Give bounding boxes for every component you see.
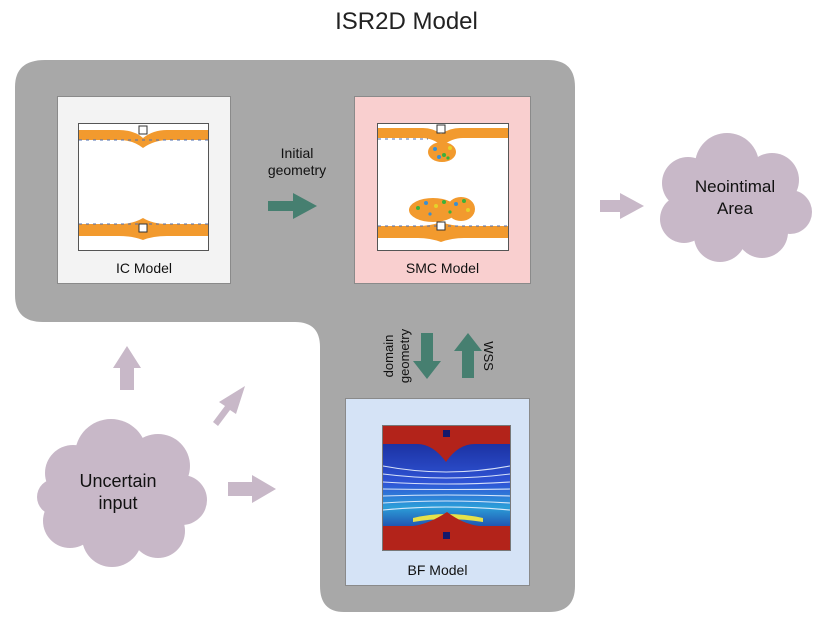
input-up-arrow <box>113 346 141 390</box>
wss-arrow <box>454 333 482 378</box>
bf-upper-wall <box>383 426 510 462</box>
neointimal-area-line2: Area <box>717 199 753 218</box>
smc-upper-marker <box>436 124 446 134</box>
bf-flow-plot <box>382 426 511 550</box>
smc-model-plot <box>377 123 509 251</box>
uncertain-input-text: Uncertain input <box>58 470 178 514</box>
smc-upper-wall <box>378 128 508 146</box>
smc-lower-wall <box>378 222 508 242</box>
neointimal-area-text: Neointimal Area <box>675 176 795 220</box>
smc-lower-growth <box>409 197 475 222</box>
smc-upper-growth <box>428 142 456 162</box>
domain-geometry-arrow <box>413 333 441 379</box>
ic-vessel-plot <box>79 125 208 240</box>
output-arrow <box>600 193 644 219</box>
ic-upper-marker <box>138 125 148 135</box>
bf-lower-marker <box>443 532 450 539</box>
domain-geometry-label: domain geometry <box>381 321 413 391</box>
smc-vessel-plot <box>378 124 508 242</box>
initial-geometry-arrow <box>268 193 317 219</box>
initial-geometry-label: Initial geometry <box>262 145 332 179</box>
domain-geometry-line2: geometry <box>397 328 412 384</box>
input-diagonal-arrow <box>213 386 245 426</box>
neointimal-area-line1: Neointimal <box>694 177 776 196</box>
ic-lower-marker <box>138 223 148 233</box>
smc-model-label: SMC Model <box>405 260 480 276</box>
ic-model-panel: IC Model <box>57 96 231 284</box>
bf-streamlines <box>382 465 511 511</box>
domain-geometry-line1: domain <box>381 334 396 378</box>
ic-model-label: IC Model <box>115 260 173 276</box>
bf-lower-wall <box>383 512 510 550</box>
uncertain-input-line2: input <box>98 493 138 513</box>
neointimal-area-cloud <box>660 133 812 262</box>
smc-lower-marker <box>436 221 446 231</box>
initial-geometry-line1: Initial <box>280 145 314 161</box>
ic-upper-wall <box>79 130 208 148</box>
bf-model-plot <box>382 425 511 551</box>
ic-model-plot <box>78 123 209 251</box>
input-right-arrow <box>228 475 276 503</box>
uncertain-input-line1: Uncertain <box>79 471 157 491</box>
diagram-title: ISR2D Model <box>335 8 478 35</box>
bf-upper-marker <box>443 430 450 437</box>
smc-model-panel: SMC Model <box>354 96 531 284</box>
uncertain-input-cloud <box>37 419 207 567</box>
bf-model-panel: BF Model <box>345 398 530 586</box>
bf-model-label: BF Model <box>407 562 468 578</box>
wss-label: WSS <box>481 341 496 371</box>
initial-geometry-line2: geometry <box>267 162 327 178</box>
